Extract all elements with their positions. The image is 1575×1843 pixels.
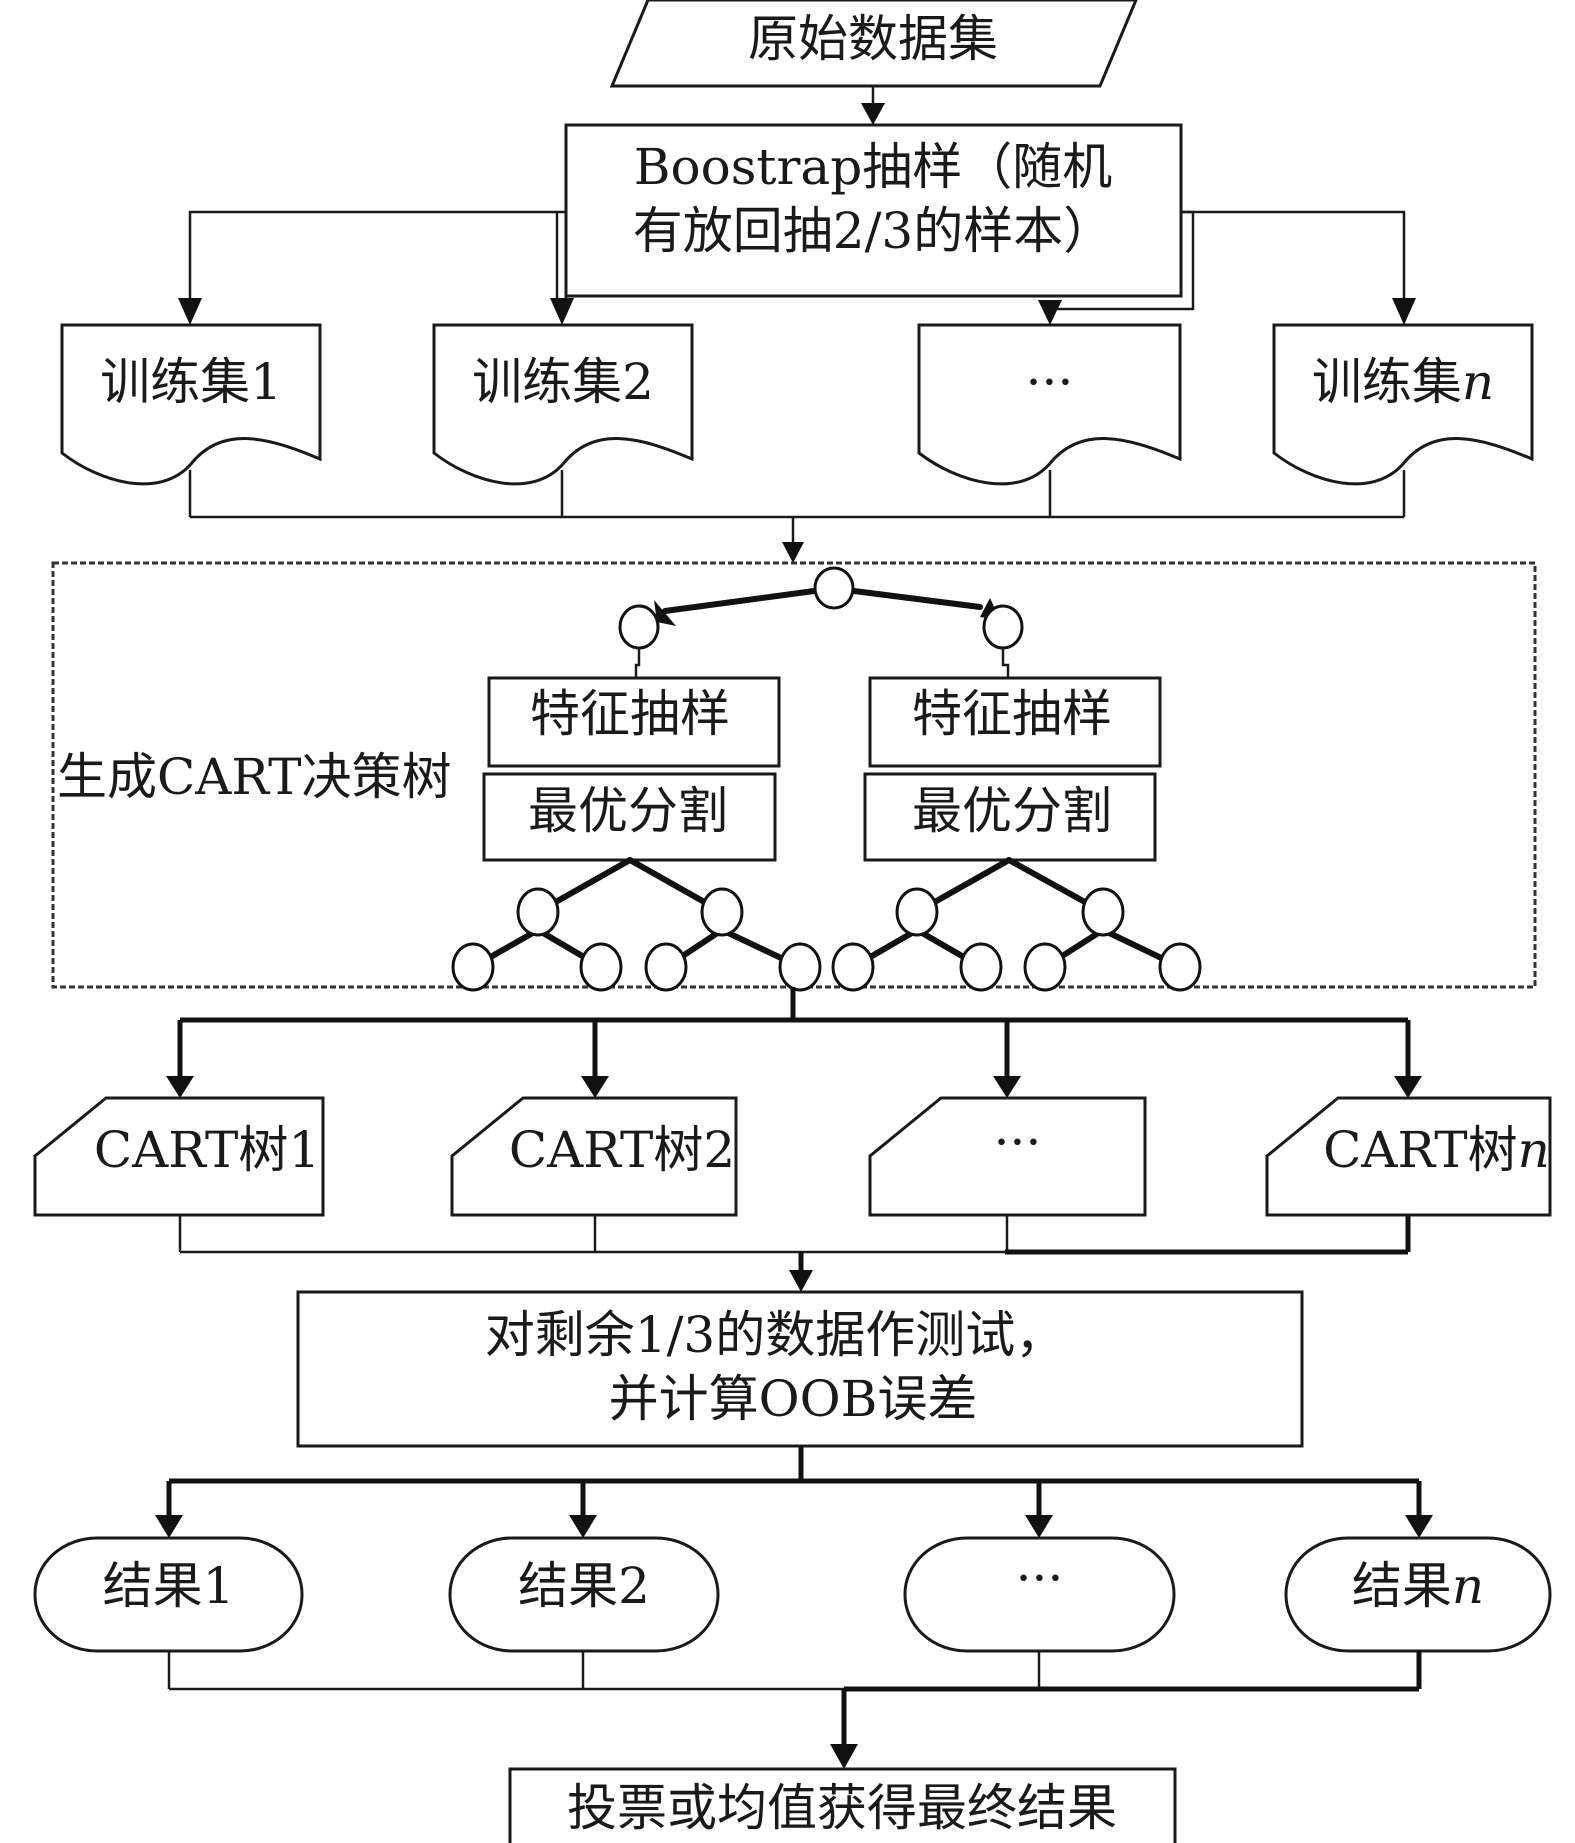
tree-node: [700, 887, 744, 937]
leaf-node: [1158, 942, 1202, 992]
training-set-label-prefix: 训练集: [100, 353, 250, 411]
cart-tree-label-suffix: 2: [703, 1121, 735, 1179]
oob-test-node: 对剩余1/3的数据作测试， 并计算OOB误差: [296, 1290, 1304, 1448]
result-label: 结果2: [518, 1557, 650, 1615]
leaf-node: [1023, 942, 1067, 992]
results-distribution: [155, 1446, 1433, 1538]
result-label-prefix: ···: [1016, 1549, 1064, 1607]
leaf-node: [778, 942, 822, 992]
final-result-node: 投票或均值获得最终结果: [508, 1767, 1177, 1843]
training-set-label: ···: [1026, 353, 1074, 411]
tree-node: [516, 887, 560, 937]
result-node: 结果n: [1284, 1536, 1552, 1653]
cart-tree-label-prefix: CART树: [509, 1121, 703, 1179]
oob-test-label-line2: 并计算OOB误差: [609, 1370, 978, 1428]
result-label: 结果1: [103, 1557, 235, 1615]
bootstrap-node: Boostrap抽样（随机 有放回抽2/3的样本）: [564, 123, 1183, 298]
feature-sampling-label-right: 特征抽样: [912, 685, 1112, 743]
result-label-prefix: 结果: [518, 1557, 618, 1615]
root-node: [813, 566, 855, 610]
results-collector: [167, 1651, 1422, 1769]
right-child-node: [982, 604, 1024, 650]
leaf-node: [451, 942, 495, 992]
cart-tree-label-prefix: CART树: [1323, 1121, 1517, 1179]
cart-tree-node: CART树2: [450, 1096, 738, 1217]
training-set-node: 训练集n: [1272, 323, 1534, 486]
generate-cart-label: 生成CART决策树: [57, 748, 451, 806]
training-set-label-suffix: 1: [250, 353, 282, 411]
split-subtree: [831, 857, 1202, 992]
training-set-label: 训练集1: [100, 353, 282, 411]
result-label: ···: [1016, 1549, 1064, 1607]
training-set-label-suffix: n: [1462, 353, 1494, 411]
right-branch-boxes: 特征抽样 最优分割: [863, 676, 1162, 862]
raw-data-node: 原始数据集: [609, 0, 1138, 88]
training-set-label-suffix: 2: [622, 353, 654, 411]
leaf-node: [644, 942, 688, 992]
tree-node: [1081, 887, 1125, 937]
result-node: ···: [903, 1536, 1176, 1653]
cart-tree-label-suffix: n: [1518, 1121, 1550, 1179]
result-label-suffix: 1: [203, 1557, 235, 1615]
training-set-label-prefix: 训练集: [472, 353, 622, 411]
subtrees: [451, 857, 1202, 992]
result-node: 结果1: [33, 1536, 304, 1653]
split-subtree: [451, 857, 822, 992]
optimal-split-label-left: 最优分割: [528, 782, 728, 840]
result-label-prefix: 结果: [103, 1557, 203, 1615]
result-node: 结果2: [448, 1536, 720, 1653]
training-set-label-prefix: 训练集: [1312, 353, 1462, 411]
optimal-split-label-right: 最优分割: [912, 782, 1112, 840]
left-child-node: [618, 604, 660, 650]
cart-tree-label: CART树1: [94, 1121, 320, 1179]
raw-data-label: 原始数据集: [748, 10, 998, 68]
final-result-label: 投票或均值获得最终结果: [567, 1779, 1117, 1837]
bootstrap-connectors: [178, 210, 1416, 325]
cart-distribution: [166, 987, 1422, 1098]
training-set-node: ···: [917, 323, 1182, 486]
cart-collector: [178, 1215, 1411, 1292]
tree-node: [895, 887, 939, 937]
training-set-node: 训练集2: [432, 323, 694, 486]
cart-tree-node: CART树n: [1265, 1096, 1552, 1217]
oob-test-label-line1: 对剩余1/3的数据作测试，: [485, 1306, 1065, 1364]
result-label: 结果n: [1352, 1557, 1484, 1615]
training-set-label-prefix: ···: [1026, 353, 1074, 411]
cart-tree-node: ···: [868, 1096, 1147, 1217]
result-label-suffix: 2: [618, 1557, 650, 1615]
training-collector: [188, 470, 1406, 563]
training-set-node: 训练集1: [60, 323, 322, 486]
cart-generation-region: 生成CART决策树: [51, 561, 1537, 989]
arrow-raw-to-bootstrap: [861, 86, 885, 125]
leaf-node: [831, 942, 875, 992]
leaf-node: [959, 942, 1003, 992]
result-label-suffix: n: [1452, 1557, 1484, 1615]
bootstrap-label-line1: Boostrap抽样（随机: [634, 138, 1112, 196]
training-set-label: 训练集n: [1312, 353, 1494, 411]
cart-tree-label: CART树n: [1323, 1121, 1550, 1179]
cart-tree-label: CART树2: [509, 1121, 735, 1179]
bootstrap-label-line2: 有放回抽2/3的样本）: [633, 202, 1113, 260]
root-split: [618, 566, 1024, 678]
cart-tree-label: ···: [994, 1113, 1042, 1171]
cart-tree-label-prefix: CART树: [94, 1121, 288, 1179]
result-label-prefix: 结果: [1352, 1557, 1452, 1615]
cart-tree-label-suffix: 1: [288, 1121, 320, 1179]
training-set-label: 训练集2: [472, 353, 654, 411]
leaf-node: [579, 942, 623, 992]
feature-sampling-label-left: 特征抽样: [530, 685, 730, 743]
cart-tree-label-prefix: ···: [994, 1113, 1042, 1171]
cart-tree-node: CART树1: [33, 1096, 325, 1217]
left-branch-boxes: 特征抽样 最优分割: [482, 676, 781, 862]
